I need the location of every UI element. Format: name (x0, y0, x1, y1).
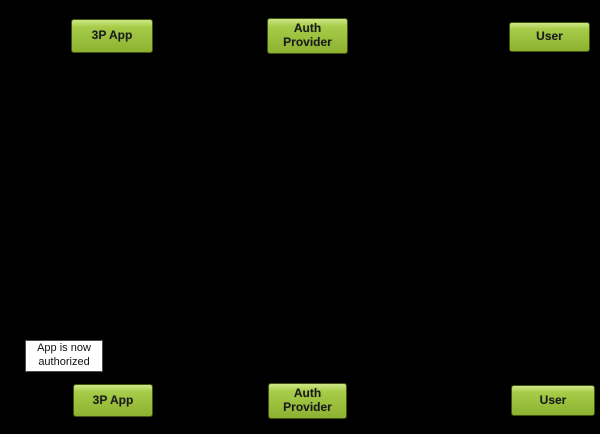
actor-user-bottom: User (511, 385, 595, 416)
note-app-authorized: App is now authorized (25, 340, 103, 372)
actor-3p-app-top: 3P App (71, 19, 153, 53)
actor-auth-provider-top: Auth Provider (267, 18, 348, 54)
actor-3p-app-bottom: 3P App (73, 384, 153, 417)
actor-auth-provider-bottom: Auth Provider (268, 383, 347, 419)
actor-user-top: User (509, 22, 590, 52)
